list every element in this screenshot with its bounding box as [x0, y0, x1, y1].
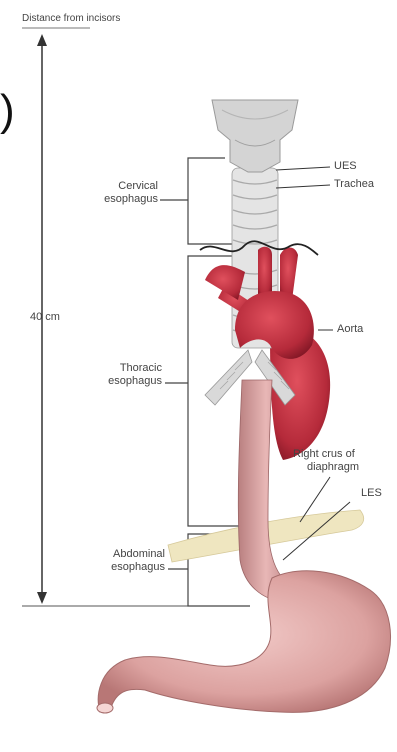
les-label: LES: [361, 487, 382, 500]
cervical-label-line1: Cervical: [70, 180, 158, 193]
abdominal-label: Abdominal esophagus: [70, 548, 165, 574]
aorta-label: Aorta: [337, 323, 363, 336]
cervical-label: Cervical esophagus: [70, 180, 158, 206]
paren-fragment: ): [0, 86, 15, 136]
ues-label: UES: [334, 160, 357, 173]
right-crus-label-line1: Right crus of: [293, 448, 359, 461]
thoracic-label-line1: Thoracic: [70, 362, 162, 375]
right-crus-label: Right crus of diaphragm: [293, 448, 359, 474]
right-crus-label-line2: diaphragm: [293, 461, 359, 474]
thoracic-label-line2: esophagus: [70, 375, 162, 388]
cervical-label-line2: esophagus: [70, 193, 158, 206]
trachea-label: Trachea: [334, 178, 374, 191]
abdominal-label-line2: esophagus: [70, 561, 165, 574]
abdominal-label-line1: Abdominal: [70, 548, 165, 561]
stomach: [98, 571, 390, 713]
duodenum-opening: [97, 703, 113, 713]
distance-header: Distance from incisors: [22, 12, 120, 25]
larynx: [212, 100, 298, 172]
thoracic-label: Thoracic esophagus: [70, 362, 162, 388]
scale-length-label: 40 cm: [30, 311, 60, 324]
